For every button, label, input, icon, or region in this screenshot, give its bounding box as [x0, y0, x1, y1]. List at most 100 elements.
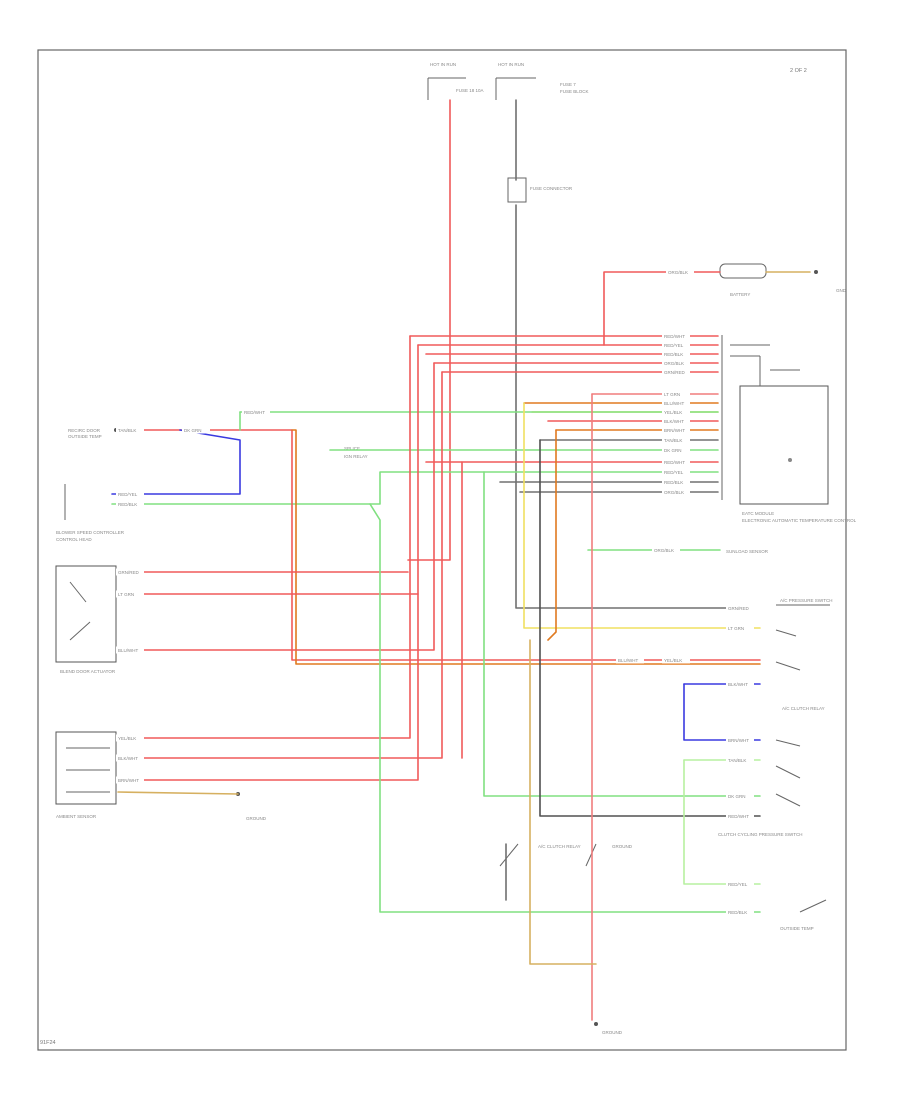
svg-text:A/C PRESSURE SWITCH: A/C PRESSURE SWITCH	[780, 598, 833, 603]
wire-tag-label: YEL/BLK	[118, 736, 136, 741]
wire-tag: DK GRN	[726, 792, 754, 800]
wire-tag: RED/WHT	[662, 332, 690, 340]
wire-green-38	[483, 471, 761, 797]
control-head-connector: RECIRC DOOR OUTSIDE TEMP	[68, 428, 118, 439]
svg-text:GND: GND	[836, 288, 847, 293]
svg-text:HOT IN RUN: HOT IN RUN	[498, 62, 524, 67]
wire-tag-label: BRN/WHT	[664, 428, 685, 433]
wire-tag-label: GRN/RED	[664, 370, 686, 375]
cycling-switch: CLUTCH CYCLING PRESSURE SWITCH	[718, 765, 803, 837]
svg-text:GROUND: GROUND	[612, 844, 633, 849]
wire-light_green-45	[683, 759, 761, 885]
splice-center: SPLICE IGN RELAY	[344, 446, 368, 459]
wire-tag-label: YEL/BLK	[664, 658, 682, 663]
clutch-relay: A/C CLUTCH RELAY	[775, 706, 825, 747]
svg-text:OUTSIDE TEMP: OUTSIDE TEMP	[68, 434, 102, 439]
wire-tag: RED/BLK	[662, 478, 690, 486]
wire-tag: BLK/WHT	[662, 417, 690, 425]
wire-tag: RED/WHT	[726, 812, 754, 820]
wire-red-30	[117, 335, 411, 739]
fuse-connector: FUSE CONNECTOR	[507, 177, 573, 203]
wire-tag-label: ORG/BLK	[654, 548, 674, 553]
wire-tag-label: RED/WHT	[728, 814, 749, 819]
svg-text:GROUND: GROUND	[602, 1030, 623, 1035]
wire-red-0	[407, 99, 451, 561]
wire-tag-label: RED/WHT	[244, 410, 265, 415]
wire-tag-label: RED/YEL	[664, 343, 684, 348]
svg-text:HOT IN RUN: HOT IN RUN	[430, 62, 456, 67]
ground-left: GROUND	[236, 792, 267, 821]
wire-tag: RED/BLK	[662, 350, 690, 358]
pressure-switch: A/C PRESSURE SWITCH	[775, 598, 833, 671]
blend-door-actuator: BLEND DOOR ACTUATOR	[55, 565, 117, 674]
wire-tag-label: RED/YEL	[728, 882, 748, 887]
svg-text:BATTERY: BATTERY	[730, 292, 750, 297]
wire-tag: RED/BLK	[726, 908, 754, 916]
wire-red-3	[603, 271, 721, 346]
wire-tag-label: BLK/WHT	[664, 419, 684, 424]
wire-tag: ORG/BLK	[666, 268, 694, 276]
svg-text:AMBIENT SENSOR: AMBIENT SENSOR	[56, 814, 97, 819]
wire-tag-label: ORG/BLK	[668, 270, 688, 275]
wire-tag-label: ORG/BLK	[664, 361, 684, 366]
eatc-connector-pins	[721, 335, 800, 500]
wire-tag: RED/BLK	[116, 500, 144, 508]
wire-tag: RED/YEL	[662, 468, 690, 476]
wire-orange-24	[291, 429, 761, 665]
wire-tag: ORG/BLK	[662, 359, 690, 367]
wire-tag: LT GRN	[662, 390, 690, 398]
frame-code: 91F24	[40, 1040, 56, 1046]
svg-text:FUSE BLOCK: FUSE BLOCK	[560, 89, 589, 94]
wire-tag-label: RED/YEL	[118, 492, 138, 497]
ground-bottom: GROUND	[594, 1022, 623, 1035]
svg-text:BLOWER SPEED CONTROLLER: BLOWER SPEED CONTROLLER	[56, 530, 125, 535]
wire-tag: RED/YEL	[662, 341, 690, 349]
wire-tag-label: BLK/WHT	[728, 682, 748, 687]
wire-tag-label: YEL/BLK	[664, 410, 682, 415]
wire-tag: YEL/BLK	[662, 656, 690, 664]
center-relay: A/C CLUTCH RELAY GROUND	[499, 843, 633, 867]
wire-tag-label: DK GRN	[184, 428, 202, 433]
wire-tag-label: LT GRN	[118, 592, 134, 597]
svg-text:CONTROL HEAD: CONTROL HEAD	[56, 537, 92, 542]
svg-text:FUSE 18 10A: FUSE 18 10A	[456, 88, 484, 93]
wire-tag: LT GRN	[726, 624, 754, 632]
wire-green-35	[369, 503, 761, 913]
wire-tag-label: BRN/WHT	[118, 778, 139, 783]
wire-layer	[111, 99, 811, 1021]
wire-tag-label: RED/BLK	[664, 480, 683, 485]
wire-tag-label: RED/BLK	[664, 352, 683, 357]
wire-tag-label: RED/BLK	[728, 910, 747, 915]
wire-blue-25	[111, 429, 241, 495]
wire-tag-label: RED/YEL	[664, 470, 684, 475]
wire-tag-label: BRN/WHT	[728, 738, 749, 743]
wire-orange-37	[547, 429, 557, 641]
wire-blue-43	[683, 683, 761, 741]
wire-tag: BLK/WHT	[726, 680, 754, 688]
wire-red-31	[117, 371, 443, 759]
wire-gray-2	[515, 204, 741, 609]
fuse-hot-in-run-left: HOT IN RUN FUSE 18 10A	[427, 62, 484, 100]
wire-tag: BRN/WHT	[662, 426, 690, 434]
wire-tag: RED/WHT	[662, 458, 690, 466]
wire-tag: TAN/BLK	[116, 426, 144, 434]
svg-text:CLUTCH CYCLING PRESSURE SWITCH: CLUTCH CYCLING PRESSURE SWITCH	[718, 832, 803, 837]
wire-tag-label: BLU/WHT	[618, 658, 639, 663]
wire-tag: BRN/WHT	[116, 776, 144, 784]
wire-tag: GRN/RED	[662, 368, 690, 376]
blower-speed-controller: BLOWER SPEED CONTROLLER CONTROL HEAD	[56, 484, 125, 542]
diagram-frame	[37, 49, 847, 1051]
svg-text:FUSE 7: FUSE 7	[560, 82, 576, 87]
svg-text:SUNLOAD SENSOR: SUNLOAD SENSOR	[726, 549, 769, 554]
wire-tag-label: RED/WHT	[664, 460, 685, 465]
svg-text:BLEND DOOR ACTUATOR: BLEND DOOR ACTUATOR	[60, 669, 116, 674]
svg-text:GROUND: GROUND	[246, 816, 267, 821]
wire-tag: TAN/BLK	[726, 756, 754, 764]
wire-tag: DK GRN	[662, 446, 690, 454]
svg-text:SPLICE: SPLICE	[344, 446, 360, 451]
eatc-module: EATC MODULE ELECTRONIC AUTOMATIC TEMPERA…	[739, 385, 857, 523]
wire-tan-34	[117, 791, 239, 795]
wire-tag: RED/YEL	[116, 490, 144, 498]
wire-tag: ORG/BLK	[652, 546, 680, 554]
